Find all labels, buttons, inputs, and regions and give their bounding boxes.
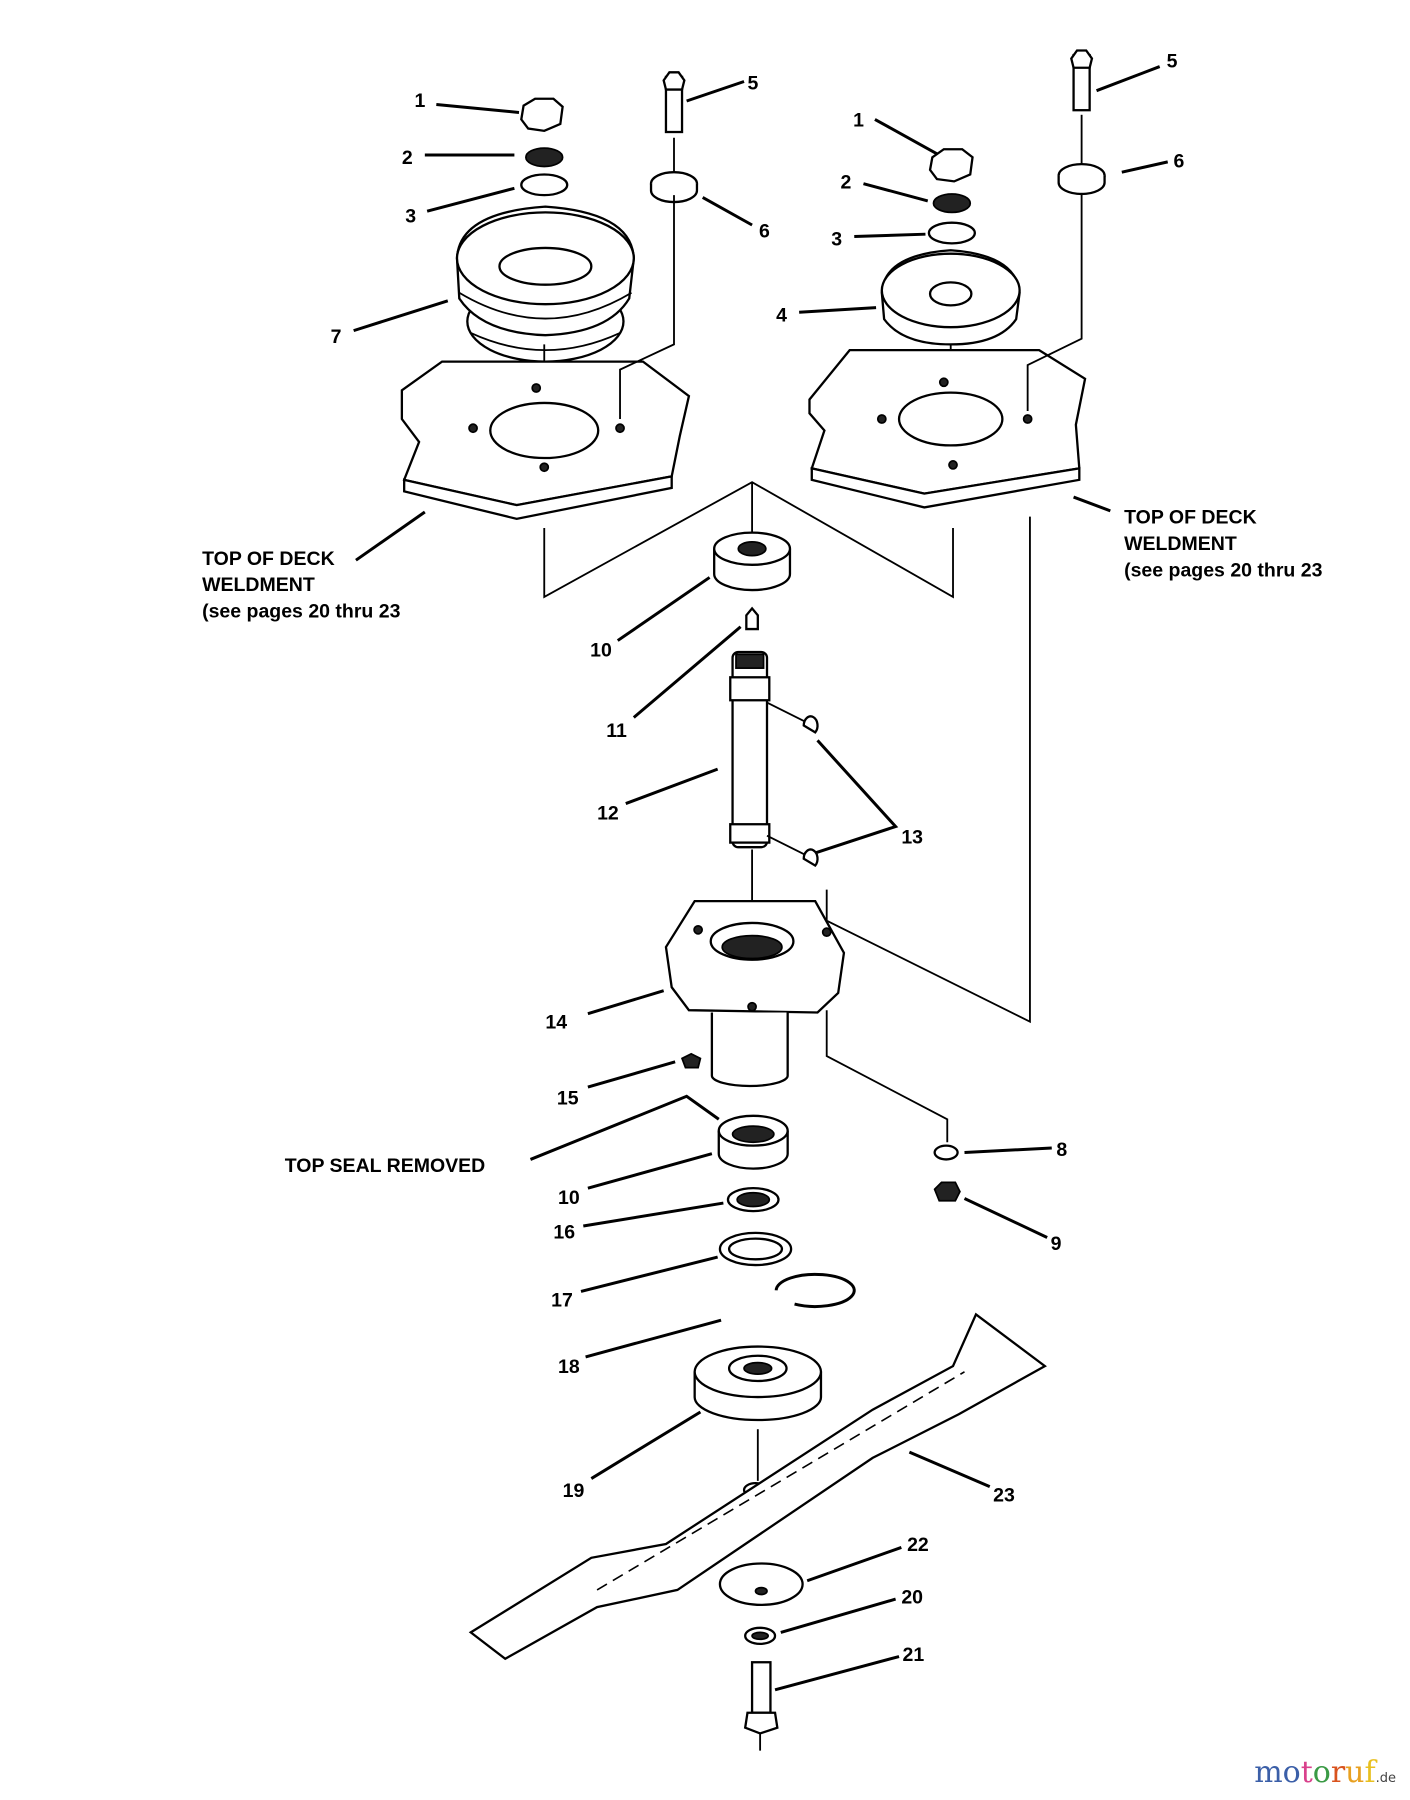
- blade-washer-22: [718, 1562, 804, 1606]
- callout-1-left: 1: [415, 90, 426, 112]
- callout-15: 15: [557, 1087, 579, 1109]
- deck-note-left-line1: TOP OF DECK: [202, 548, 335, 570]
- grease-fitting: [745, 606, 759, 631]
- key-lower: [802, 848, 819, 868]
- deck-note-right-line3: (see pages 20 thru 23: [1124, 559, 1323, 581]
- key-upper: [802, 715, 819, 734]
- callout-10-lower: 10: [558, 1187, 580, 1209]
- callout-18: 18: [558, 1356, 580, 1378]
- callout-3-right: 3: [831, 229, 842, 251]
- set-screw: [680, 1052, 702, 1069]
- callout-23: 23: [993, 1485, 1015, 1507]
- callout-19: 19: [563, 1480, 585, 1502]
- deck-note-left-line3: (see pages 20 thru 23: [202, 601, 401, 623]
- watermark-letter: o: [1312, 1755, 1331, 1790]
- watermark-logo: motoruf.de: [1254, 1755, 1396, 1790]
- deck-note-right-line1: TOP OF DECK: [1124, 506, 1257, 528]
- watermark-letter: o: [1282, 1755, 1301, 1790]
- callout-4: 4: [776, 304, 787, 326]
- deck-note-right-line2: WELDMENT: [1124, 533, 1237, 555]
- spindle-assembly: [529, 531, 899, 1499]
- left-pulley-assembly: [353, 71, 753, 562]
- callout-1-right: 1: [853, 109, 864, 131]
- right-pulley-assembly: [799, 49, 1169, 513]
- left-nut: [520, 97, 564, 133]
- snap-ring-18: [774, 1272, 856, 1309]
- watermark-letter: m: [1254, 1755, 1283, 1790]
- callout-8: 8: [1056, 1139, 1067, 1161]
- watermark-suffix: .de: [1375, 1771, 1396, 1786]
- right-lock-washer: [932, 193, 972, 214]
- watermark-letter: u: [1345, 1755, 1365, 1790]
- callout-5-right: 5: [1167, 51, 1178, 73]
- callout-12: 12: [597, 803, 619, 825]
- callout-20: 20: [901, 1587, 923, 1609]
- callout-17: 17: [551, 1289, 573, 1311]
- watermark-letter: f: [1364, 1755, 1376, 1790]
- callout-6-right: 6: [1173, 151, 1184, 173]
- callout-11: 11: [606, 720, 627, 742]
- callout-16: 16: [553, 1222, 575, 1244]
- callout-21: 21: [902, 1644, 924, 1666]
- callout-3-left: 3: [405, 206, 416, 228]
- callout-14: 14: [545, 1012, 567, 1034]
- left-lock-washer: [525, 147, 564, 168]
- blade-bolt-21: [750, 1661, 772, 1714]
- right-flat-washer: [927, 221, 976, 245]
- top-seal-note: TOP SEAL REMOVED: [285, 1155, 485, 1177]
- watermark-letter: t: [1300, 1755, 1313, 1790]
- callout-22: 22: [907, 1534, 929, 1556]
- callout-5-left: 5: [747, 73, 758, 95]
- callout-13: 13: [901, 827, 923, 849]
- washer-8: [933, 1144, 959, 1161]
- callout-7: 7: [331, 326, 342, 348]
- mower-blade: [468, 1312, 1047, 1661]
- callout-10-upper: 10: [590, 640, 612, 662]
- callout-9: 9: [1051, 1233, 1062, 1255]
- watermark-letter: r: [1330, 1755, 1346, 1790]
- right-nut: [928, 148, 974, 183]
- callout-2-left: 2: [402, 147, 413, 169]
- left-flat-washer: [520, 173, 569, 197]
- callout-6-left: 6: [759, 221, 770, 243]
- callout-2-right: 2: [840, 171, 851, 193]
- deck-note-left-line2: WELDMENT: [202, 574, 315, 596]
- nut-9: [933, 1181, 961, 1202]
- blade-assembly: [468, 1312, 1047, 1751]
